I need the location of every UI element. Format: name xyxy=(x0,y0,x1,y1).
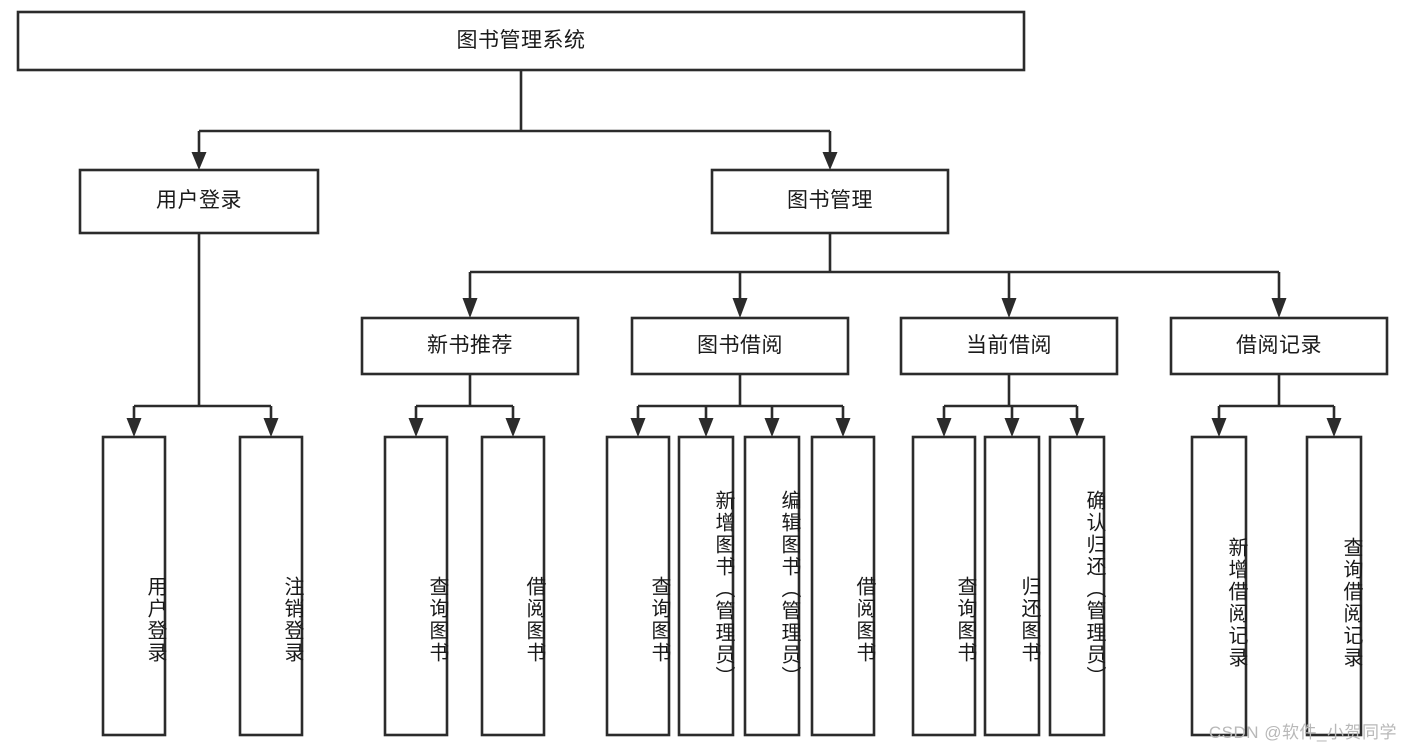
arrowhead-current-borrow xyxy=(1001,298,1017,318)
arrowhead-leaf-return-book xyxy=(1004,418,1020,437)
node-box-current-borrow[interactable] xyxy=(899,316,1119,376)
arrowhead-leaf-add-borrow-record xyxy=(1211,418,1227,437)
node-box-leaf-confirm-return-admin[interactable] xyxy=(1048,435,1106,737)
arrowhead-leaf-query-book-3 xyxy=(936,418,952,437)
node-box-book-borrow[interactable] xyxy=(630,316,850,376)
node-box-leaf-query-borrow-record[interactable] xyxy=(1305,435,1363,737)
node-box-leaf-borrow-book-1[interactable] xyxy=(480,435,546,737)
node-box-leaf-logout[interactable] xyxy=(238,435,304,737)
node-box-leaf-query-book-1[interactable] xyxy=(383,435,449,737)
arrowhead-leaf-query-book-1 xyxy=(408,418,424,437)
node-box-borrow-record[interactable] xyxy=(1169,316,1389,376)
connector-new-book-recommend-bus xyxy=(414,374,515,420)
arrowhead-leaf-user-login xyxy=(126,418,142,437)
arrowhead-leaf-borrow-book-1 xyxy=(505,418,521,437)
arrowhead-book-borrow xyxy=(732,298,748,318)
arrowhead-leaf-query-book-2 xyxy=(630,418,646,437)
node-box-leaf-borrow-book-2[interactable] xyxy=(810,435,876,737)
arrowhead-book-management xyxy=(822,152,838,170)
arrowhead-user-login xyxy=(191,152,207,170)
arrowhead-leaf-query-borrow-record xyxy=(1326,418,1342,437)
node-box-user-login[interactable] xyxy=(78,168,320,235)
node-box-leaf-user-login[interactable] xyxy=(101,435,167,737)
connector-book-management-bus xyxy=(468,233,1281,300)
arrowhead-borrow-record xyxy=(1271,298,1287,318)
connector-current-borrow-bus xyxy=(942,374,1079,420)
arrowhead-new-book-recommend xyxy=(462,298,478,318)
arrowhead-leaf-edit-book-admin xyxy=(764,418,780,437)
arrowhead-leaf-logout xyxy=(263,418,279,437)
connector-book-borrow-bus xyxy=(636,374,845,420)
node-box-leaf-edit-book-admin[interactable] xyxy=(743,435,801,737)
arrowhead-leaf-borrow-book-2 xyxy=(835,418,851,437)
connector-borrow-record-bus xyxy=(1217,374,1336,420)
connector-user-login-bus xyxy=(132,233,273,420)
node-box-root[interactable] xyxy=(16,10,1026,72)
node-box-leaf-query-book-2[interactable] xyxy=(605,435,671,737)
node-box-leaf-add-borrow-record[interactable] xyxy=(1190,435,1248,737)
node-box-leaf-query-book-3[interactable] xyxy=(911,435,977,737)
node-box-new-book-recommend[interactable] xyxy=(360,316,580,376)
arrowhead-leaf-confirm-return-admin xyxy=(1069,418,1085,437)
node-box-book-management[interactable] xyxy=(710,168,950,235)
arrowhead-leaf-add-book-admin xyxy=(698,418,714,437)
node-box-leaf-return-book[interactable] xyxy=(983,435,1041,737)
connector-root-bus xyxy=(197,70,830,154)
node-box-leaf-add-book-admin[interactable] xyxy=(677,435,735,737)
